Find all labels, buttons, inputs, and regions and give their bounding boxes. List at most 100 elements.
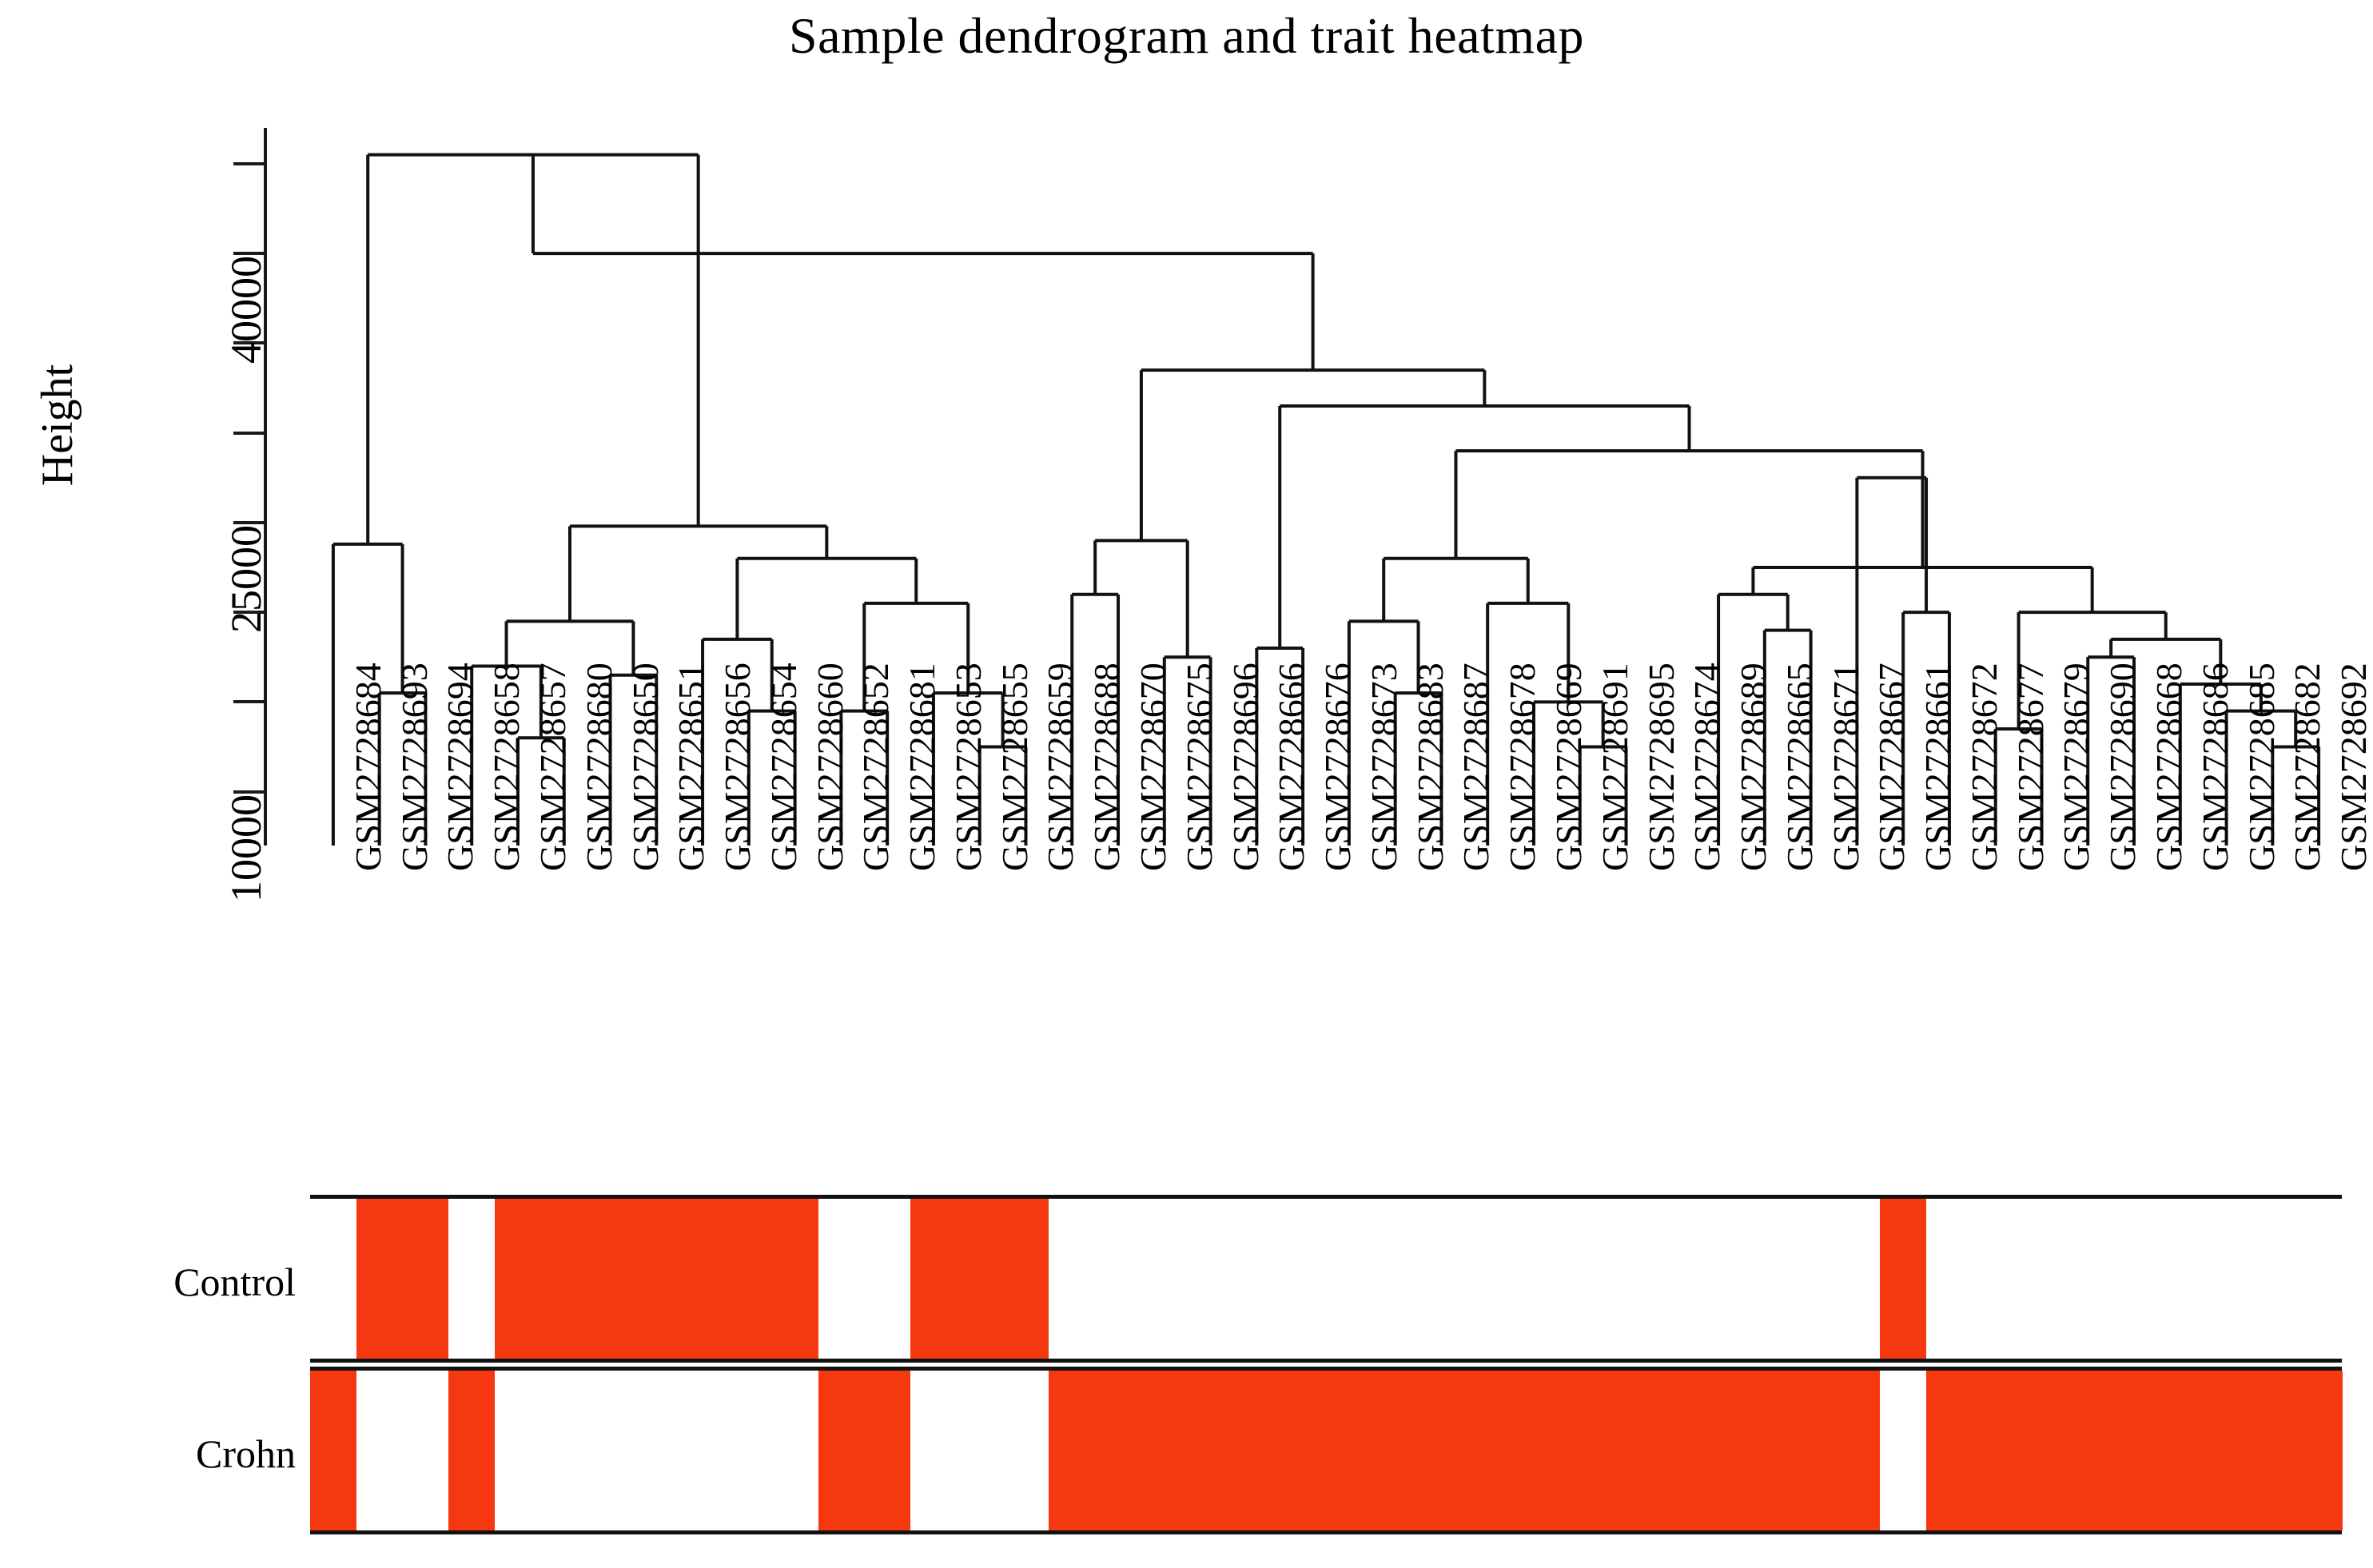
leaf-label: GSM2728695 [1640,663,1682,871]
heatmap-cell [1326,1371,1373,1530]
heatmap-row-label-crohn: Crohn [196,1431,296,1476]
heatmap-cell [1372,1371,1419,1530]
heatmap-cell [1049,1371,1096,1530]
heatmap-cell [2156,1371,2204,1530]
leaf-label: GSM2728655 [993,663,1035,871]
heatmap-cell [1972,1371,2020,1530]
heatmap-row-crohn [310,1367,2343,1534]
heatmap-cell [1834,1199,1881,1359]
heatmap-row-control [310,1195,2343,1363]
heatmap-cell [771,1199,819,1359]
leaf-label: GSM2728691 [1594,663,1635,871]
heatmap-cell [725,1199,773,1359]
dendrogram [331,153,2321,846]
heatmap-cell [1649,1371,1696,1530]
heatmap-cell [679,1199,727,1359]
heatmap-cell [2111,1371,2158,1530]
leaf-label: GSM2728653 [947,663,989,871]
leaf-label: GSM2728680 [578,663,619,871]
heatmap-cell [587,1199,634,1359]
heatmap-cell [1372,1199,1419,1359]
heatmap-cell [448,1199,496,1359]
y-axis-tick [233,520,265,524]
y-axis-tick [233,161,265,165]
leaf-label: GSM2728690 [2102,663,2144,871]
heatmap-cell [1233,1371,1280,1530]
leaf-label: GSM2728650 [624,663,666,871]
leaf-label: GSM2728660 [809,663,850,871]
heatmap-cell [1603,1371,1650,1530]
leaf-label: GSM2728671 [1825,663,1866,871]
heatmap-cell [2295,1371,2343,1530]
y-axis-tick [233,790,265,794]
leaf-label: GSM2728686 [2194,663,2236,871]
heatmap-cell [2249,1371,2296,1530]
heatmap-cell [910,1199,958,1359]
leaf-label: GSM2728692 [2333,663,2373,871]
heatmap-cell [2064,1199,2112,1359]
heatmap-cell [1695,1371,1742,1530]
heatmap-cell [1511,1371,1558,1530]
leaf-label: GSM2728681 [902,663,943,871]
heatmap-cell [864,1371,911,1530]
leaf-label: GSM2728659 [1040,663,1081,871]
heatmap-cell [2249,1199,2296,1359]
heatmap-cell [1741,1199,1789,1359]
trait-heatmap [310,1195,2343,1556]
heatmap-cell [310,1199,357,1359]
heatmap-row-label-control: Control [173,1260,296,1304]
heatmap-cell [1095,1199,1142,1359]
heatmap-cell [2018,1199,2065,1359]
heatmap-cell [1418,1199,1465,1359]
heatmap-cell [910,1371,958,1530]
leaf-label: GSM2728688 [1086,663,1128,871]
heatmap-cell [1187,1199,1235,1359]
heatmap-cell [1834,1371,1881,1530]
heatmap-cell [771,1371,819,1530]
leaf-label: GSM2728666 [1271,663,1312,871]
leaf-label: GSM2728673 [1363,663,1404,871]
leaf-label: GSM2728665 [1778,663,1820,871]
leaf-label: GSM2728682 [2287,663,2328,871]
heatmap-cell [495,1199,542,1359]
heatmap-cell [1002,1371,1049,1530]
leaf-label: GSM2728677 [2009,663,2051,871]
heatmap-cell [633,1199,680,1359]
heatmap-cell [540,1371,588,1530]
heatmap-cell [1880,1199,1927,1359]
leaf-label: GSM2728669 [1547,663,1589,871]
heatmap-cell [1556,1199,1604,1359]
heatmap-cell [1556,1371,1604,1530]
heatmap-cell [1741,1371,1789,1530]
heatmap-cell [2295,1199,2343,1359]
heatmap-cell [2156,1199,2204,1359]
heatmap-cell [1511,1199,1558,1359]
heatmap-cell [1095,1371,1142,1530]
heatmap-cell [1418,1371,1465,1530]
leaf-label: GSM2728694 [440,663,481,871]
heatmap-cell [1187,1371,1235,1530]
heatmap-cell [2203,1199,2251,1359]
leaf-label: GSM2728684 [347,663,388,871]
leaf-label: GSM2728656 [717,663,758,871]
leaf-label: GSM2728689 [1733,663,1774,871]
heatmap-cell [356,1371,404,1530]
heatmap-cell [2111,1199,2158,1359]
heatmap-cell [310,1371,357,1530]
heatmap-cell [1787,1371,1835,1530]
leaf-label: GSM2728668 [2148,663,2190,871]
heatmap-cell [1464,1371,1511,1530]
heatmap-cell [1002,1199,1049,1359]
heatmap-cell [633,1371,680,1530]
leaf-label: GSM2728676 [1317,663,1359,871]
heatmap-cell [1603,1199,1650,1359]
y-axis-tick [233,341,265,345]
leaf-label: GSM2728696 [1224,663,1266,871]
heatmap-cell [448,1371,496,1530]
heatmap-cell [864,1199,911,1359]
heatmap-cell [818,1199,865,1359]
leaf-label: GSM2728693 [393,663,435,871]
heatmap-cell [1326,1199,1373,1359]
leaf-label: GSM2728683 [1409,663,1451,871]
